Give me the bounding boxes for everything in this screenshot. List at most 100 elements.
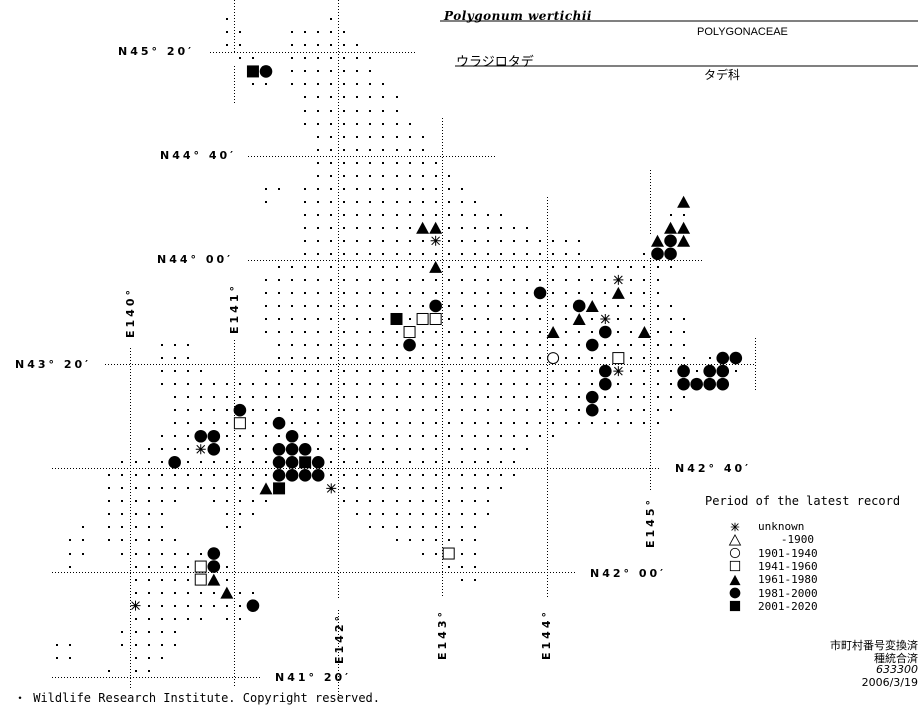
mesh-dot <box>369 110 371 112</box>
filled-circle-icon <box>207 547 221 560</box>
mesh-dot <box>382 396 384 398</box>
mesh-dot <box>369 57 371 59</box>
mesh-dot <box>291 70 293 72</box>
mesh-dot <box>396 461 398 463</box>
mesh-dot <box>513 331 515 333</box>
mesh-dot <box>304 44 306 46</box>
filled-triangle-icon <box>585 299 599 312</box>
mesh-dot <box>121 631 123 633</box>
filled-circle-icon <box>572 299 586 313</box>
mesh-dot <box>382 123 384 125</box>
mesh-dot <box>226 435 228 437</box>
mesh-dot <box>135 566 137 568</box>
mesh-dot <box>487 331 489 333</box>
mesh-dot <box>343 123 345 125</box>
mesh-dot <box>487 305 489 307</box>
mesh-dot <box>135 553 137 555</box>
mesh-dot <box>448 305 450 307</box>
mesh-dot <box>304 422 306 424</box>
mesh-dot <box>448 566 450 568</box>
mesh-dot <box>435 188 437 190</box>
mesh-dot <box>513 474 515 476</box>
mesh-dot <box>330 240 332 242</box>
mesh-dot <box>461 461 463 463</box>
mesh-dot <box>617 318 619 320</box>
mesh-dot <box>396 448 398 450</box>
mesh-dot <box>135 487 137 489</box>
mesh-dot <box>396 435 398 437</box>
mesh-dot <box>670 214 672 216</box>
mesh-dot <box>69 657 71 659</box>
mesh-dot <box>474 500 476 502</box>
mesh-dot <box>356 318 358 320</box>
mesh-dot <box>356 201 358 203</box>
mesh-dot <box>604 344 606 346</box>
mesh-dot <box>304 240 306 242</box>
mesh-dot <box>343 83 345 85</box>
mesh-dot <box>226 513 228 515</box>
mesh-dot <box>343 240 345 242</box>
filled-triangle-icon <box>664 221 678 234</box>
filled-circle-icon <box>677 377 690 391</box>
mesh-dot <box>226 474 228 476</box>
filled-triangle-icon <box>429 221 443 234</box>
mesh-dot <box>409 149 411 151</box>
mesh-dot <box>396 149 398 151</box>
mesh-dot <box>265 409 267 411</box>
legend-item: unknown <box>728 520 814 533</box>
mesh-dot <box>448 435 450 437</box>
mesh-dot <box>422 396 424 398</box>
mesh-dot <box>526 318 528 320</box>
mesh-dot <box>161 435 163 437</box>
mesh-dot <box>526 240 528 242</box>
mesh-dot <box>435 539 437 541</box>
mesh-dot <box>278 383 280 385</box>
mesh-dot <box>369 422 371 424</box>
mesh-dot <box>291 383 293 385</box>
mesh-dot <box>409 435 411 437</box>
mesh-dot <box>369 201 371 203</box>
mesh-dot <box>317 331 319 333</box>
mesh-dot <box>435 474 437 476</box>
mesh-dot <box>657 331 659 333</box>
mesh-dot <box>291 344 293 346</box>
mesh-dot <box>369 162 371 164</box>
mesh-dot <box>252 487 254 489</box>
mesh-dot <box>604 292 606 294</box>
mesh-dot <box>382 279 384 281</box>
integration-note: 種統合済 <box>874 652 918 665</box>
mesh-dot <box>382 83 384 85</box>
mesh-dot <box>343 70 345 72</box>
mesh-dot <box>683 214 685 216</box>
mesh-dot <box>513 253 515 255</box>
mesh-dot <box>69 566 71 568</box>
mesh-dot <box>657 305 659 307</box>
mesh-dot <box>317 214 319 216</box>
open-square-icon <box>403 326 416 339</box>
mesh-dot <box>278 331 280 333</box>
mesh-dot <box>382 370 384 372</box>
mesh-dot <box>539 370 541 372</box>
mesh-dot <box>82 553 84 555</box>
mesh-dot <box>356 175 358 177</box>
mesh-dot <box>578 357 580 359</box>
lon-label-144: E144° <box>540 609 553 660</box>
mesh-dot <box>552 344 554 346</box>
mesh-dot <box>174 618 176 620</box>
mesh-dot <box>135 513 137 515</box>
mesh-dot <box>435 422 437 424</box>
mesh-dot <box>330 448 332 450</box>
mesh-dot <box>291 357 293 359</box>
mesh-dot <box>108 513 110 515</box>
mesh-dot <box>435 448 437 450</box>
mesh-dot <box>317 31 319 33</box>
mesh-dot <box>239 448 241 450</box>
mesh-dot <box>552 266 554 268</box>
mesh-dot <box>304 83 306 85</box>
mesh-dot <box>422 357 424 359</box>
mesh-dot <box>174 605 176 607</box>
mesh-dot <box>461 279 463 281</box>
mesh-dot <box>239 605 241 607</box>
mesh-dot <box>304 227 306 229</box>
